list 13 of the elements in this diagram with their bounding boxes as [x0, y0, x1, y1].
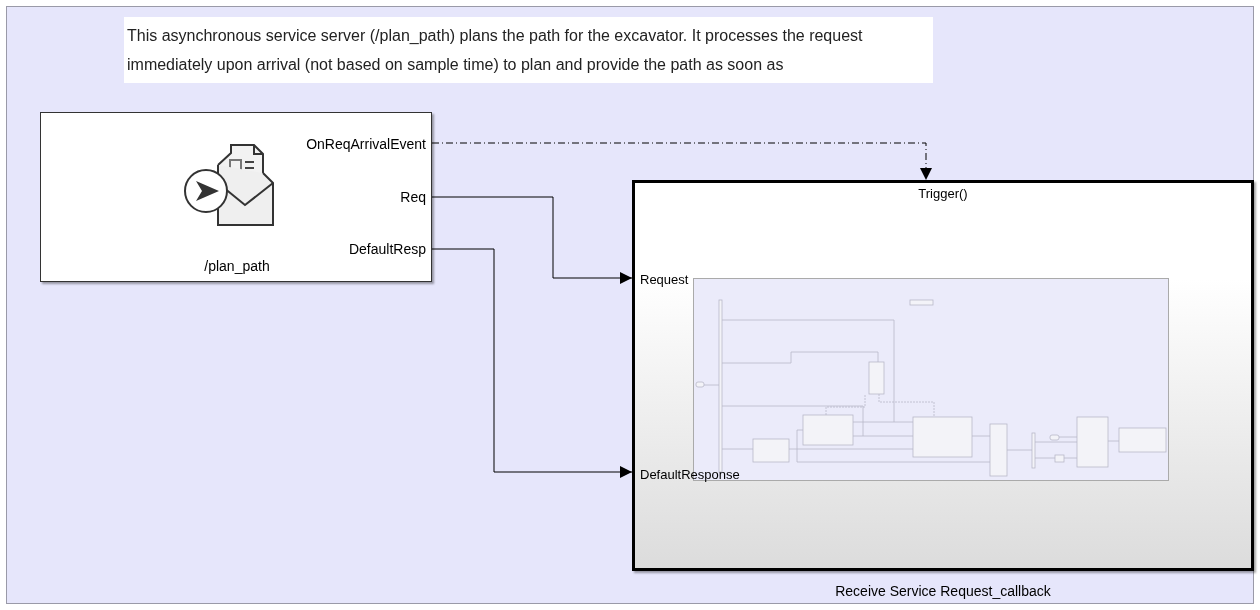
block-name: Receive Service Request_callback: [834, 583, 1052, 599]
signal-line: [431, 196, 633, 284]
port-label: Trigger(): [917, 186, 969, 201]
port-label: Req: [400, 189, 426, 205]
service-server-block: [40, 112, 432, 282]
port-label: DefaultResponse: [640, 467, 740, 482]
annotation-note: This asynchronous service server (/plan_path) plans the path for the excavator. It processes the request immediately upon arrival (not based on sample time) to plan and provide the path as soon as: [124, 17, 933, 83]
port-label: DefaultResp: [348, 241, 426, 257]
port-label: Request: [640, 272, 689, 287]
port-label: OnReqArrivalEvent: [306, 136, 426, 152]
signal-line: [431, 142, 932, 181]
signal-line: [431, 248, 633, 478]
block-name: /plan_path: [203, 258, 271, 274]
